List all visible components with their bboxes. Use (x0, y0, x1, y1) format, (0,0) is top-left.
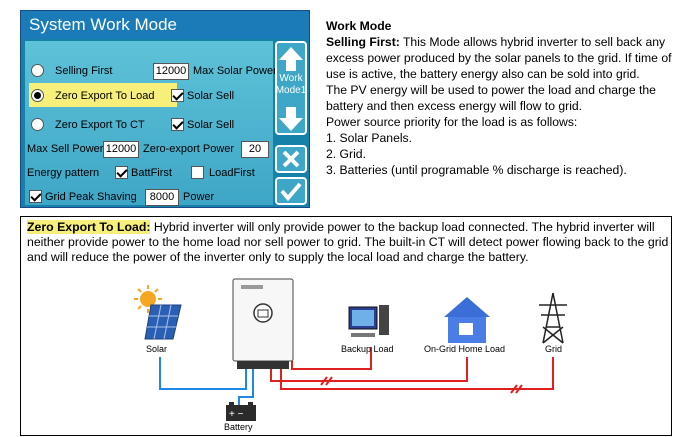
battery-dc-line (238, 369, 254, 405)
batt-first-label: BattFirst (131, 167, 172, 179)
radio-zero-export-ct[interactable] (31, 118, 44, 131)
solar-panel-icon (144, 304, 182, 340)
check-icon (280, 182, 302, 202)
selling-first-paragraph: Selling First: This Mode allows hybrid i… (326, 35, 672, 81)
checkbox-batt-first[interactable] (115, 166, 128, 179)
checkbox-load-first[interactable] (191, 166, 204, 179)
computer-icon (348, 305, 389, 337)
power-label: Power (183, 191, 215, 203)
grid-label: Grid (545, 344, 562, 354)
energy-flow-diagram: Solar Backup Load On-Grid Home Load (134, 278, 567, 432)
grid-peak-shaving-label: Grid Peak Shaving (45, 191, 137, 203)
work-mode-label: Work Mode1 (275, 73, 307, 96)
energy-pattern-label: Energy pattern (27, 167, 100, 179)
arrow-up-icon[interactable] (277, 45, 305, 73)
work-mode-description: Work Mode Selling First: This Mode allow… (326, 18, 676, 178)
max-sell-power-label: Max Sell Power (27, 143, 104, 155)
zero-export-power-field[interactable]: 20 (241, 141, 269, 158)
pylon-icon (539, 292, 567, 344)
selling-first-label: Selling First (55, 65, 113, 77)
backup-load-label: Backup Load (341, 344, 394, 354)
panel-body: Selling First 12000 Max Solar Power Zero… (25, 41, 277, 206)
system-work-mode-panel: System Work Mode Selling First 12000 Max… (20, 10, 310, 208)
solar-sell-label-1: Solar Sell (187, 90, 235, 102)
checkbox-solar-sell-1[interactable] (171, 89, 184, 102)
cancel-button[interactable] (275, 145, 307, 173)
zero-export-power-label: Zero-export Power (143, 143, 235, 155)
grid-ac-line (280, 357, 554, 390)
svg-text:+ −: + − (229, 409, 244, 420)
peak-shaving-power-field[interactable]: 8000 (145, 189, 179, 206)
home-load-ac-line (270, 357, 468, 382)
zero-export-highlight (29, 83, 177, 107)
load-first-label: LoadFirst (209, 167, 255, 179)
radio-zero-export-load[interactable] (31, 89, 44, 102)
break-mark-2 (510, 384, 523, 394)
close-icon (282, 150, 300, 168)
work-mode-button[interactable]: Work Mode1 (275, 41, 307, 135)
checkbox-grid-peak-shaving[interactable] (29, 190, 42, 203)
confirm-button[interactable] (275, 177, 307, 205)
solar-label: Solar (146, 344, 167, 354)
priority-paragraph: Power source priority for the load is as… (326, 115, 578, 129)
priority-item: 2. Grid. (326, 147, 366, 161)
on-grid-home-load-label: On-Grid Home Load (424, 344, 505, 354)
zero-export-ct-label: Zero Export To CT (55, 119, 145, 131)
priority-item: 1. Solar Panels. (326, 131, 413, 145)
panel-title: System Work Mode (21, 11, 309, 39)
break-mark-1 (320, 376, 333, 386)
zero-export-title: Zero Export To Load: (27, 220, 151, 234)
max-solar-power-label: Max Solar Power (193, 65, 277, 77)
house-icon (444, 297, 490, 343)
backup-load-ac-line (291, 347, 372, 370)
solar-dc-line (159, 357, 247, 390)
battery-label: Battery (224, 422, 253, 432)
work-mode-heading: Work Mode (326, 19, 392, 33)
side-buttons: Work Mode1 (275, 41, 307, 205)
battery-icon: + − (226, 402, 256, 421)
zero-export-section: Zero Export To Load: Hybrid inverter wil… (20, 216, 672, 436)
inverter-icon (232, 278, 294, 369)
arrow-down-icon[interactable] (277, 105, 305, 133)
solar-sell-label-2: Solar Sell (187, 119, 235, 131)
zero-export-text: Hybrid inverter will only provide power … (27, 220, 669, 264)
pv-paragraph: The PV energy will be used to power the … (326, 83, 656, 113)
radio-selling-first[interactable] (31, 64, 44, 77)
zero-export-description: Zero Export To Load: Hybrid inverter wil… (27, 220, 669, 265)
max-solar-power-field[interactable]: 12000 (153, 63, 189, 80)
checkbox-solar-sell-2[interactable] (171, 118, 184, 131)
zero-export-load-label: Zero Export To Load (55, 90, 155, 102)
priority-item: 3. Batteries (until programable % discha… (326, 163, 627, 177)
max-sell-power-field[interactable]: 12000 (103, 141, 139, 158)
